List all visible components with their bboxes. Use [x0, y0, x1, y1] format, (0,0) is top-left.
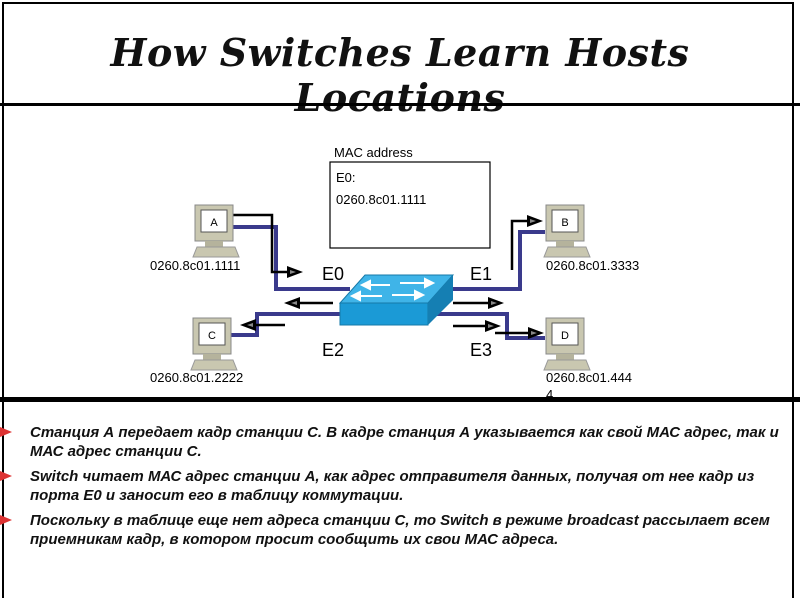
host-d-mac: 0260.8c01.444	[546, 370, 632, 385]
host-d: D	[543, 317, 591, 371]
bullet-item: Switch читает МАС адрес станции А, как а…	[0, 467, 790, 505]
computer-icon	[192, 204, 240, 258]
arrow-right-icon	[485, 320, 501, 332]
mac-table-header: MAC address	[334, 145, 413, 160]
cables	[230, 225, 545, 340]
port-label-e0: E0	[322, 264, 344, 284]
port-label-e3: E3	[470, 340, 492, 360]
svg-text:B: B	[561, 217, 568, 229]
divider	[0, 103, 800, 106]
slide-title: How Switches Learn Hosts Locations	[110, 30, 690, 120]
arrow-right-icon	[287, 266, 303, 278]
bullet-arrow-icon	[0, 427, 12, 437]
switch-icon	[338, 274, 455, 326]
divider	[0, 397, 800, 402]
mac-table-port: E0:	[336, 170, 356, 185]
host-d-mac-overflow: 4	[546, 387, 553, 397]
arrow-right-icon	[488, 297, 504, 309]
port-label-e1: E1	[470, 264, 492, 284]
host-c: C	[190, 317, 238, 371]
svg-text:C: C	[208, 330, 216, 342]
mac-table-address: 0260.8c01.1111	[336, 192, 426, 207]
computer-icon	[543, 204, 591, 258]
switch-diagram: MAC address E0: 0260.8c01.1111	[150, 145, 639, 397]
host-a-mac: 0260.8c01.1111	[150, 258, 240, 273]
bullet-arrow-icon	[0, 471, 12, 481]
arrow-right-icon	[527, 215, 543, 227]
port-label-e2: E2	[322, 340, 344, 360]
svg-text:D: D	[561, 330, 569, 342]
bullet-item: Станция А передает кадр станции С. В кад…	[0, 423, 790, 461]
bullet-arrow-icon	[0, 515, 12, 525]
bullet-list: Станция А передает кадр станции С. В кад…	[0, 423, 800, 555]
computer-icon	[190, 317, 238, 371]
frame-arrows	[232, 213, 528, 335]
bullet-item: Поскольку в таблице еще нет адреса станц…	[0, 511, 790, 549]
host-c-mac: 0260.8c01.2222	[150, 370, 243, 385]
host-a: A	[192, 204, 240, 258]
svg-text:A: A	[210, 217, 218, 229]
host-b-mac: 0260.8c01.3333	[546, 258, 639, 273]
host-b: B	[543, 204, 591, 258]
mac-table-box	[329, 161, 491, 249]
arrow-left-icon	[240, 319, 256, 331]
arrow-left-icon	[284, 297, 300, 309]
computer-icon	[543, 317, 591, 371]
